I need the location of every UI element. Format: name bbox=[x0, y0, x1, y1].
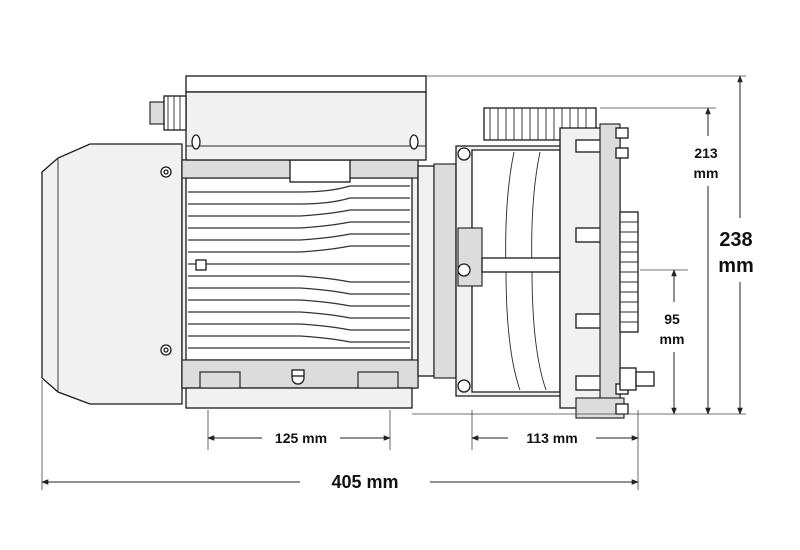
dim-95-unit: mm bbox=[660, 331, 685, 347]
dimension-lines bbox=[41, 75, 746, 490]
terminal-box bbox=[185, 75, 427, 161]
fan-cover bbox=[41, 143, 183, 405]
pump-housing bbox=[455, 107, 655, 419]
dim-95-value: 95 bbox=[664, 311, 680, 327]
dim-405-label: 405 mm bbox=[331, 472, 398, 492]
adapter-flange bbox=[417, 163, 457, 379]
dim-238-unit: mm bbox=[718, 255, 754, 277]
cable-gland bbox=[149, 95, 187, 131]
dim-213-unit: mm bbox=[694, 165, 719, 181]
cooling-fins bbox=[188, 185, 410, 349]
dim-213-value: 213 bbox=[694, 145, 718, 161]
motor-body bbox=[181, 159, 419, 389]
dim-125-label: 125 mm bbox=[275, 430, 327, 446]
motor-base bbox=[185, 369, 413, 409]
dim-113-label: 113 mm bbox=[526, 430, 577, 446]
dim-238-value: 238 bbox=[719, 229, 752, 251]
